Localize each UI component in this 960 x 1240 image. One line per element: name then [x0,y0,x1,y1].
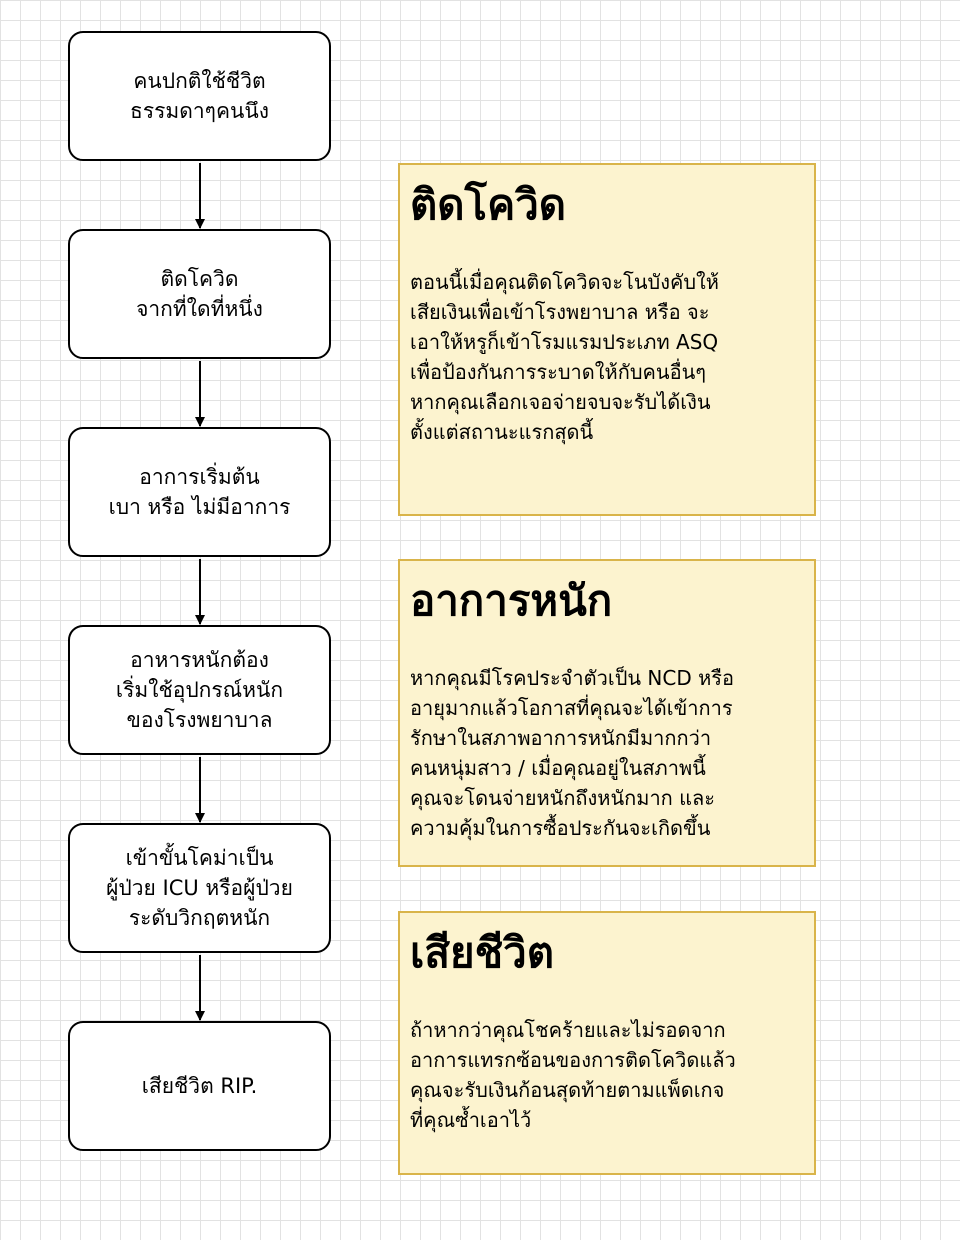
flow-step-label: เข้าขั้นโคม่าเป็น ผู้ป่วย ICU หรือผู้ป่ว… [106,846,293,930]
note-card-body: หากคุณมีโรคประจำตัวเป็น NCD หรือ อายุมาก… [410,666,735,840]
note-card-death: เสียชีวิต ถ้าหากว่าคุณโชคร้ายและไม่รอดจา… [398,911,816,1175]
flow-step-icu: เข้าขั้นโคม่าเป็น ผู้ป่วย ICU หรือผู้ป่ว… [68,823,331,953]
note-card-infected: ติดโควิด ตอนนี้เมื่อคุณติดโควิดจะโนบังคั… [398,163,816,516]
note-card-body: ตอนนี้เมื่อคุณติดโควิดจะโนบังคับให้ เสีย… [410,270,719,444]
flow-step-label: อาการเริ่มต้น เบา หรือ ไม่มีอาการ [108,465,291,519]
flow-step-label: เสียชีวิต RIP. [141,1074,258,1098]
flow-step-label: คนปกติใช้ชีวิต ธรรมดาๆคนนึง [130,69,269,123]
note-card-title: อาการหนัก [410,576,613,625]
note-card-severe: อาการหนัก หากคุณมีโรคประจำตัวเป็น NCD หร… [398,559,816,867]
flow-step-mild-symptoms: อาการเริ่มต้น เบา หรือ ไม่มีอาการ [68,427,331,557]
flow-step-infected: ติดโควิด จากที่ใดที่หนึ่ง [68,229,331,359]
flow-step-label: อาหารหนักต้อง เริ่มใช้อุปกรณ์หนัก ของโรง… [115,648,284,732]
flow-step-label: ติดโควิด จากที่ใดที่หนึ่ง [136,267,263,321]
note-card-title: ติดโควิด [410,180,567,229]
note-card-title: เสียชีวิต [410,928,554,977]
note-card-body: ถ้าหากว่าคุณโชคร้ายและไม่รอดจาก อาการแทร… [410,1018,736,1132]
flow-step-severe: อาหารหนักต้อง เริ่มใช้อุปกรณ์หนัก ของโรง… [68,625,331,755]
flow-step-death: เสียชีวิต RIP. [68,1021,331,1151]
flow-step-normal-life: คนปกติใช้ชีวิต ธรรมดาๆคนนึง [68,31,331,161]
